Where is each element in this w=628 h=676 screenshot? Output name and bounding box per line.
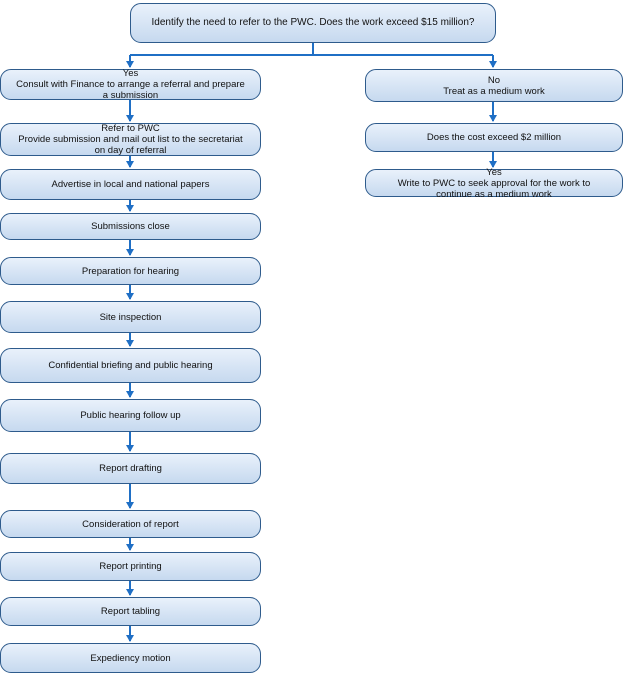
write-pwc-box: Yes Write to PWC to seek approval for th… bbox=[365, 166, 623, 200]
step-expediency-box: Expediency motion bbox=[0, 643, 261, 673]
cost-question-text: Does the cost exceed $2 million bbox=[426, 132, 562, 143]
refer-pwc-box: Refer to PWC Provide submission and mail… bbox=[0, 123, 261, 156]
step-site-inspection-box: Site inspection bbox=[0, 301, 261, 333]
consult-text-line1: Consult with Finance to arrange a referr… bbox=[16, 79, 245, 90]
step-printing-label: Report printing bbox=[99, 561, 162, 572]
write-text-line2: continue as a medium work bbox=[436, 188, 552, 200]
step-consideration-label: Consideration of report bbox=[82, 518, 179, 530]
write-yes-label: Yes bbox=[486, 166, 502, 178]
step-briefing-box: Confidential briefing and public hearing bbox=[0, 348, 261, 383]
step-consideration-box: Consideration of report bbox=[0, 510, 261, 538]
consult-text-line2: a submission bbox=[102, 90, 159, 101]
step-site-inspection-label: Site inspection bbox=[99, 311, 162, 323]
root-question-text: Identify the need to refer to the PWC. D… bbox=[151, 17, 475, 28]
step-drafting-box: Report drafting bbox=[0, 453, 261, 484]
step-preparation-label: Preparation for hearing bbox=[81, 265, 180, 277]
step-printing-box: Report printing bbox=[0, 552, 261, 581]
consult-finance-box: Yes Consult with Finance to arrange a re… bbox=[0, 68, 261, 101]
medium-work-text: Treat as a medium work bbox=[443, 85, 545, 97]
step-submissions-close-label: Submissions close bbox=[91, 221, 170, 232]
step-follow-up-box: Public hearing follow up bbox=[0, 399, 261, 432]
cost-question-box: Does the cost exceed $2 million bbox=[365, 123, 623, 152]
step-advertise-label: Advertise in local and national papers bbox=[51, 179, 210, 190]
medium-no-label: No bbox=[487, 74, 501, 86]
step-preparation-box: Preparation for hearing bbox=[0, 257, 261, 285]
step-follow-up-label: Public hearing follow up bbox=[80, 410, 181, 421]
step-briefing-label: Confidential briefing and public hearing bbox=[48, 360, 213, 371]
step-tabling-label: Report tabling bbox=[100, 606, 161, 617]
write-text-line1: Write to PWC to seek approval for the wo… bbox=[397, 177, 591, 189]
step-drafting-label: Report drafting bbox=[99, 463, 162, 474]
step-expediency-label: Expediency motion bbox=[90, 652, 171, 664]
refer-text-line1: Provide submission and mail out list to … bbox=[18, 134, 243, 145]
refer-text-line2: on day of referral bbox=[94, 145, 167, 156]
root-question-box: Identify the need to refer to the PWC. D… bbox=[130, 3, 496, 43]
refer-pwc-label: Refer to PWC bbox=[101, 123, 160, 134]
step-tabling-box: Report tabling bbox=[0, 597, 261, 626]
step-advertise-box: Advertise in local and national papers bbox=[0, 169, 261, 200]
medium-work-box: No Treat as a medium work bbox=[365, 69, 623, 102]
consult-yes-label: Yes bbox=[122, 68, 139, 79]
step-submissions-close-box: Submissions close bbox=[0, 213, 261, 240]
